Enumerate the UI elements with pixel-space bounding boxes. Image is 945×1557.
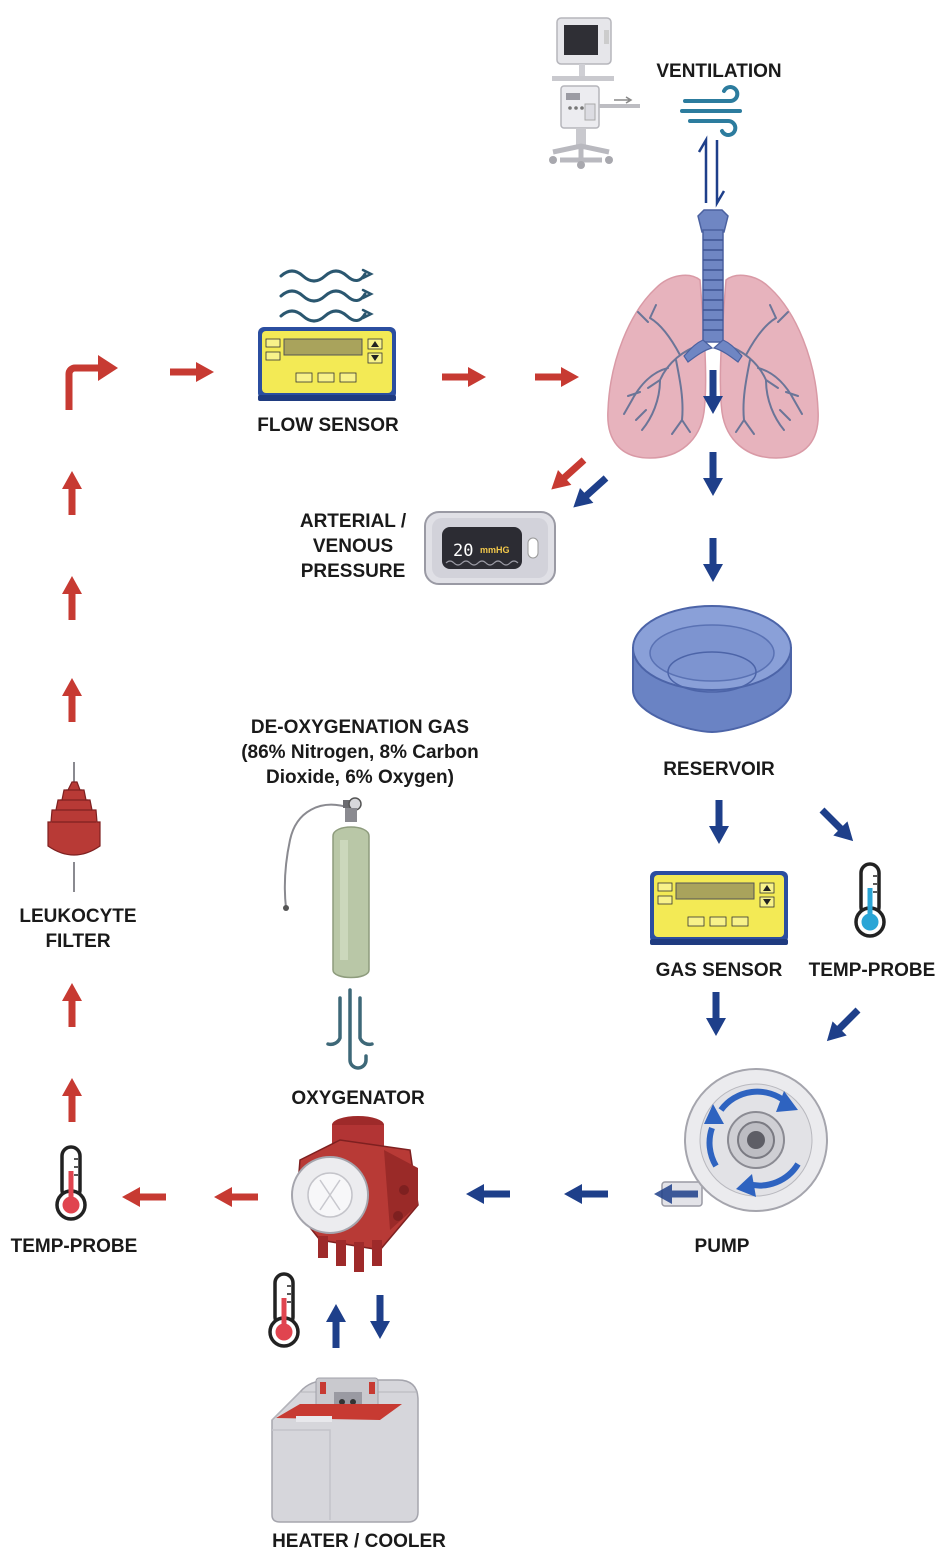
oxygenator-label: OXYGENATOR xyxy=(291,1088,425,1109)
oxygenated-flow-arrows-bottom xyxy=(122,1187,258,1207)
thermometer-icon-right xyxy=(854,862,886,938)
flow-sensor-icon xyxy=(257,326,397,402)
deoxygenation-gas-label-line3: Dioxide, 6% Oxygen) xyxy=(266,767,454,788)
pressure-arrows xyxy=(544,452,613,515)
leukocyte-filter-label-line1: LEUKOCYTE xyxy=(19,906,136,927)
flow-sensor-label: FLOW SENSOR xyxy=(257,415,399,436)
deoxygenation-gas-label-line2: (86% Nitrogen, 8% Carbon xyxy=(241,742,479,763)
deoxygenated-flow-arrows-lung xyxy=(703,370,723,582)
heater-cooler-label: HEATER / COOLER xyxy=(272,1531,446,1552)
thermometer-icon-heater xyxy=(268,1272,300,1348)
heater-cooler-icon xyxy=(271,1377,419,1523)
pressure-reading: 20 xyxy=(453,541,473,561)
temp-probe-left-label: TEMP-PROBE xyxy=(11,1236,138,1257)
pressure-unit: mmHG xyxy=(480,545,510,555)
gas-sensor-label: GAS SENSOR xyxy=(656,960,783,981)
pressure-monitor-icon: 20 mmHG xyxy=(424,511,556,585)
arterial-pressure-label-line3: PRESSURE xyxy=(301,561,406,582)
reservoir-icon xyxy=(632,605,792,734)
arterial-pressure-label-line1: ARTERIAL / xyxy=(300,511,407,532)
gas-cylinder-icon xyxy=(283,797,370,979)
leukocyte-filter-label-line2: FILTER xyxy=(45,931,110,952)
heater-exchange-arrows xyxy=(326,1295,390,1348)
deoxygenated-flow-arrows-pump xyxy=(706,992,866,1049)
deoxygenation-gas-label-line1: DE-OXYGENATION GAS xyxy=(251,717,469,738)
ventilator-icon xyxy=(549,17,640,169)
gas-flow-icon xyxy=(326,988,374,1070)
flow-wave-icon xyxy=(279,268,374,323)
thermometer-icon-left xyxy=(55,1145,87,1221)
reservoir-label: RESERVOIR xyxy=(663,759,775,780)
leukocyte-filter-icon xyxy=(47,762,101,892)
temp-probe-right-label: TEMP-PROBE xyxy=(809,960,936,981)
wind-icon xyxy=(680,85,742,137)
lungs-icon xyxy=(607,209,819,459)
pump-icon xyxy=(661,1068,828,1212)
pump-label: PUMP xyxy=(695,1236,750,1257)
arterial-pressure-label-line2: VENOUS xyxy=(313,536,393,557)
oxygenator-icon xyxy=(291,1116,419,1272)
flow-corner-arrow xyxy=(65,355,118,410)
ventilation-exchange-arrows xyxy=(697,135,726,208)
gas-sensor-icon xyxy=(649,870,789,946)
ventilation-label: VENTILATION xyxy=(656,61,781,82)
deoxygenated-flow-arrows-reservoir xyxy=(709,800,861,849)
